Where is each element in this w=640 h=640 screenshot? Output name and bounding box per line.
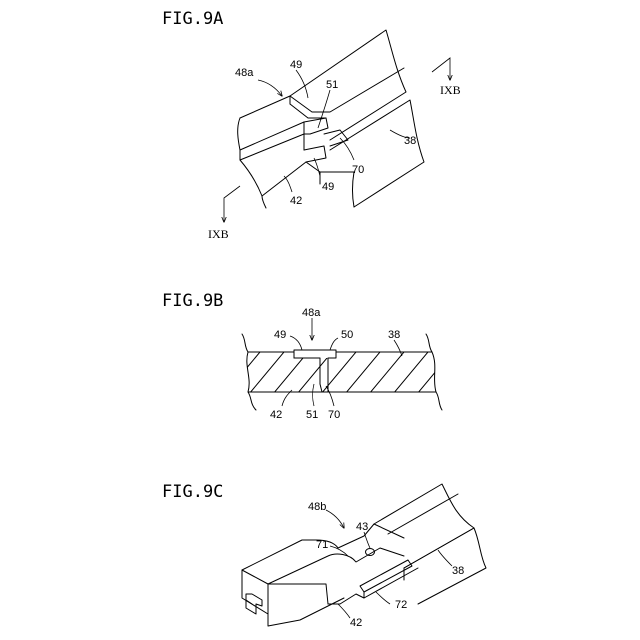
- label-71: 71: [316, 539, 328, 551]
- label-51: 51: [326, 79, 338, 91]
- section-marker-top: IXB: [432, 58, 461, 97]
- label-42-b: 42: [270, 409, 282, 421]
- label-43: 43: [356, 521, 368, 533]
- section-marker-bottom: IXB: [208, 186, 240, 241]
- figure-9c: FIG.9C: [162, 482, 486, 629]
- member-38-c: [374, 484, 474, 568]
- label-72: 72: [395, 599, 407, 611]
- figure-9a: FIG.9A: [162, 9, 461, 241]
- hatching: [220, 340, 462, 400]
- label-70-b: 70: [328, 409, 340, 421]
- label-48a-b: 48a: [302, 307, 321, 319]
- figure-9a-title: FIG.9A: [162, 9, 223, 29]
- label-42: 42: [290, 195, 302, 207]
- label-49-b: 49: [274, 329, 286, 341]
- label-48b: 48b: [308, 501, 326, 513]
- member-38-outline: [290, 30, 406, 140]
- label-38-b: 38: [388, 329, 400, 341]
- label-49-top: 49: [290, 59, 302, 71]
- figure-9c-drawing: [242, 484, 486, 626]
- cross-section-body: [220, 334, 462, 410]
- label-70: 70: [352, 164, 364, 176]
- label-51-b: 51: [306, 409, 318, 421]
- member-42-outline: [240, 96, 290, 118]
- section-outline: [247, 352, 436, 392]
- label-42-c: 42: [350, 617, 362, 629]
- section-label-top: IXB: [440, 83, 461, 97]
- section-label-bottom: IXB: [208, 227, 229, 241]
- figure-9b: FIG.9B: [162, 291, 462, 421]
- figure-9b-title: FIG.9B: [162, 291, 223, 311]
- tab-49-top: [290, 68, 404, 112]
- label-48a: 48a: [235, 67, 254, 79]
- figure-9c-title: FIG.9C: [162, 482, 223, 502]
- label-49-bottom: 49: [322, 181, 334, 193]
- label-38-c: 38: [452, 565, 464, 577]
- front-notch: [246, 594, 262, 614]
- label-38: 38: [404, 135, 416, 147]
- label-50: 50: [341, 329, 353, 341]
